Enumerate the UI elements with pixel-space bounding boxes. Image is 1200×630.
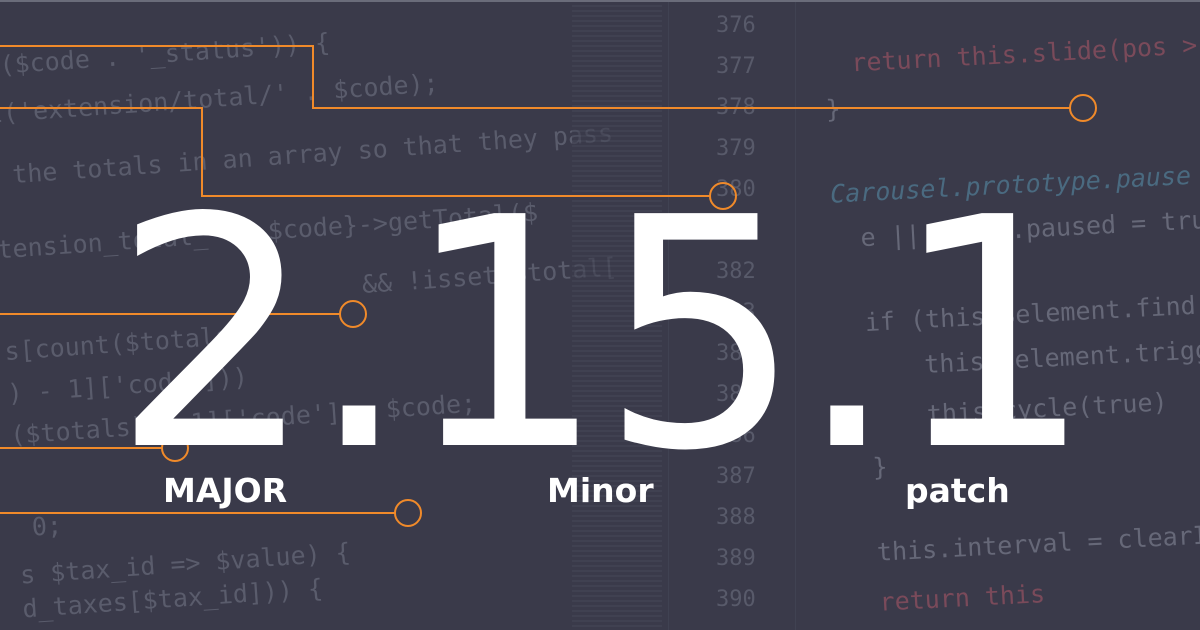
line-number: 387 <box>716 464 756 489</box>
line-number: 376 <box>716 13 756 38</box>
line-number: 383 <box>716 300 756 325</box>
version-number: 2.15.1 <box>112 150 1093 520</box>
major-label: MAJOR <box>163 471 288 510</box>
top-border <box>0 0 1200 2</box>
line-number: 381 <box>716 218 756 243</box>
line-number: 388 <box>716 505 756 530</box>
circuit-node <box>161 434 189 462</box>
circuit-node <box>1069 94 1097 122</box>
line-number: 384 <box>716 341 756 366</box>
circuit-line <box>0 45 1070 109</box>
line-number: 389 <box>716 546 756 571</box>
line-number: 379 <box>716 136 756 161</box>
line-number: 377 <box>716 54 756 79</box>
code-minimap <box>572 0 662 630</box>
circuit-line <box>0 107 710 197</box>
line-number: 382 <box>716 259 756 284</box>
circuit-node <box>339 300 367 328</box>
divider <box>668 0 669 630</box>
circuit-node <box>394 499 422 527</box>
circuit-node <box>709 182 737 210</box>
patch-label: patch <box>905 471 1010 510</box>
line-number: 390 <box>716 587 756 612</box>
line-number: 386 <box>716 423 756 448</box>
minor-label: Minor <box>547 471 654 510</box>
line-number: 385 <box>716 382 756 407</box>
divider <box>795 0 796 630</box>
